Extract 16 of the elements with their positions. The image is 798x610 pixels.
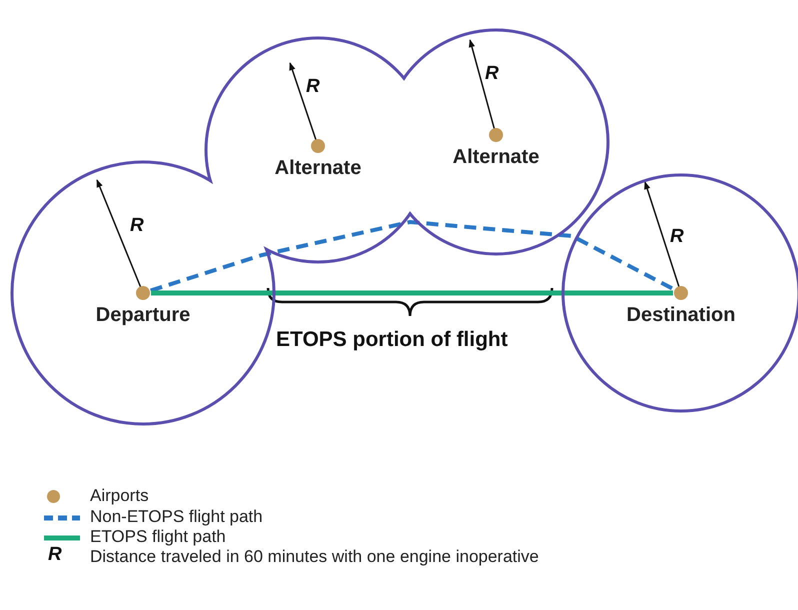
radius-label: R	[130, 215, 144, 237]
radius-label: R	[306, 76, 320, 98]
airport-label: Alternate	[274, 157, 362, 180]
legend-text: ETOPS flight path	[90, 527, 226, 547]
flight-path	[151, 290, 673, 296]
radius-label: R	[48, 544, 62, 566]
airport-label: Alternate	[452, 146, 540, 169]
dashed-flight-path	[150, 220, 675, 292]
radius-label: R	[485, 63, 499, 85]
airport-label: Destination	[626, 304, 736, 327]
bracket-label: ETOPS portion of flight	[276, 328, 508, 352]
airport-label: Departure	[94, 304, 192, 327]
radius-label: R	[670, 226, 684, 248]
legend-text: Airports	[90, 486, 149, 506]
legend-text: Distance traveled in 60 minutes with one engine inoperative	[90, 547, 539, 567]
legend-text: Non-ETOPS flight path	[90, 507, 263, 527]
